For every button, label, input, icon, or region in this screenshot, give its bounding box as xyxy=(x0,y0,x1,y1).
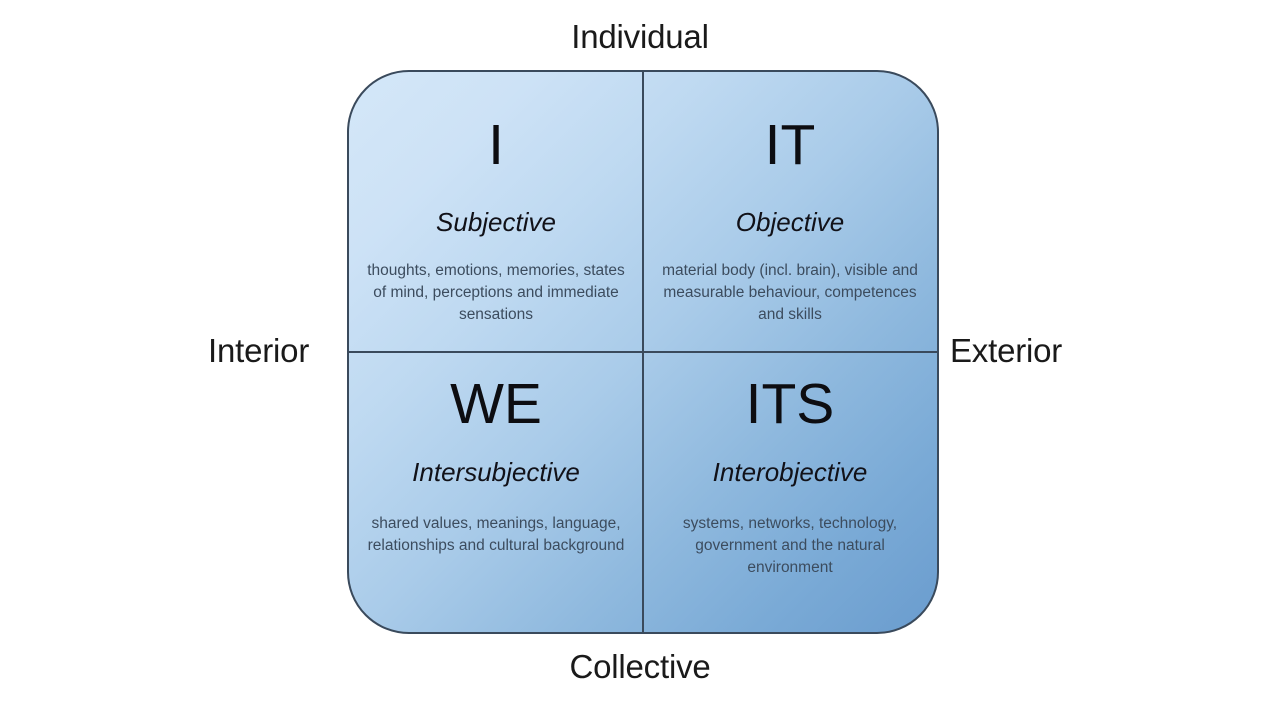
horizontal-divider xyxy=(349,351,937,353)
quadrant-letter: I xyxy=(488,113,504,177)
quadrant-upper-right: IT Objective material body (incl. brain)… xyxy=(643,72,937,352)
axis-label-collective: Collective xyxy=(569,648,711,685)
quadrant-upper-left: I Subjective thoughts, emotions, memorie… xyxy=(349,72,643,352)
quadrant-subtitle: Subjective xyxy=(436,207,556,237)
quadrant-description: material body (incl. brain), visible and… xyxy=(662,262,918,323)
axis-label-exterior: Exterior xyxy=(950,332,1063,369)
quadrant-subtitle: Objective xyxy=(735,207,845,237)
quadrant-description: thoughts, emotions, memories, states of … xyxy=(367,262,625,323)
quadrant-letter: IT xyxy=(764,113,816,177)
quadrant-description: systems, networks, technology, governmen… xyxy=(682,515,898,576)
quadrant-description: shared values, meanings, language, relat… xyxy=(367,515,625,554)
four-quadrant-box: I Subjective thoughts, emotions, memorie… xyxy=(347,70,939,634)
quadrant-lower-left: WE Intersubjective shared values, meanin… xyxy=(349,352,643,632)
quadrant-lower-right: ITS Interobjective systems, networks, te… xyxy=(643,352,937,632)
axis-label-individual: Individual xyxy=(571,18,709,55)
axis-label-interior: Interior xyxy=(208,332,310,369)
quadrant-letter: WE xyxy=(450,372,542,436)
quadrant-letter: ITS xyxy=(745,372,835,436)
quadrant-subtitle: Intersubjective xyxy=(412,457,580,487)
quadrant-subtitle: Interobjective xyxy=(712,457,868,487)
